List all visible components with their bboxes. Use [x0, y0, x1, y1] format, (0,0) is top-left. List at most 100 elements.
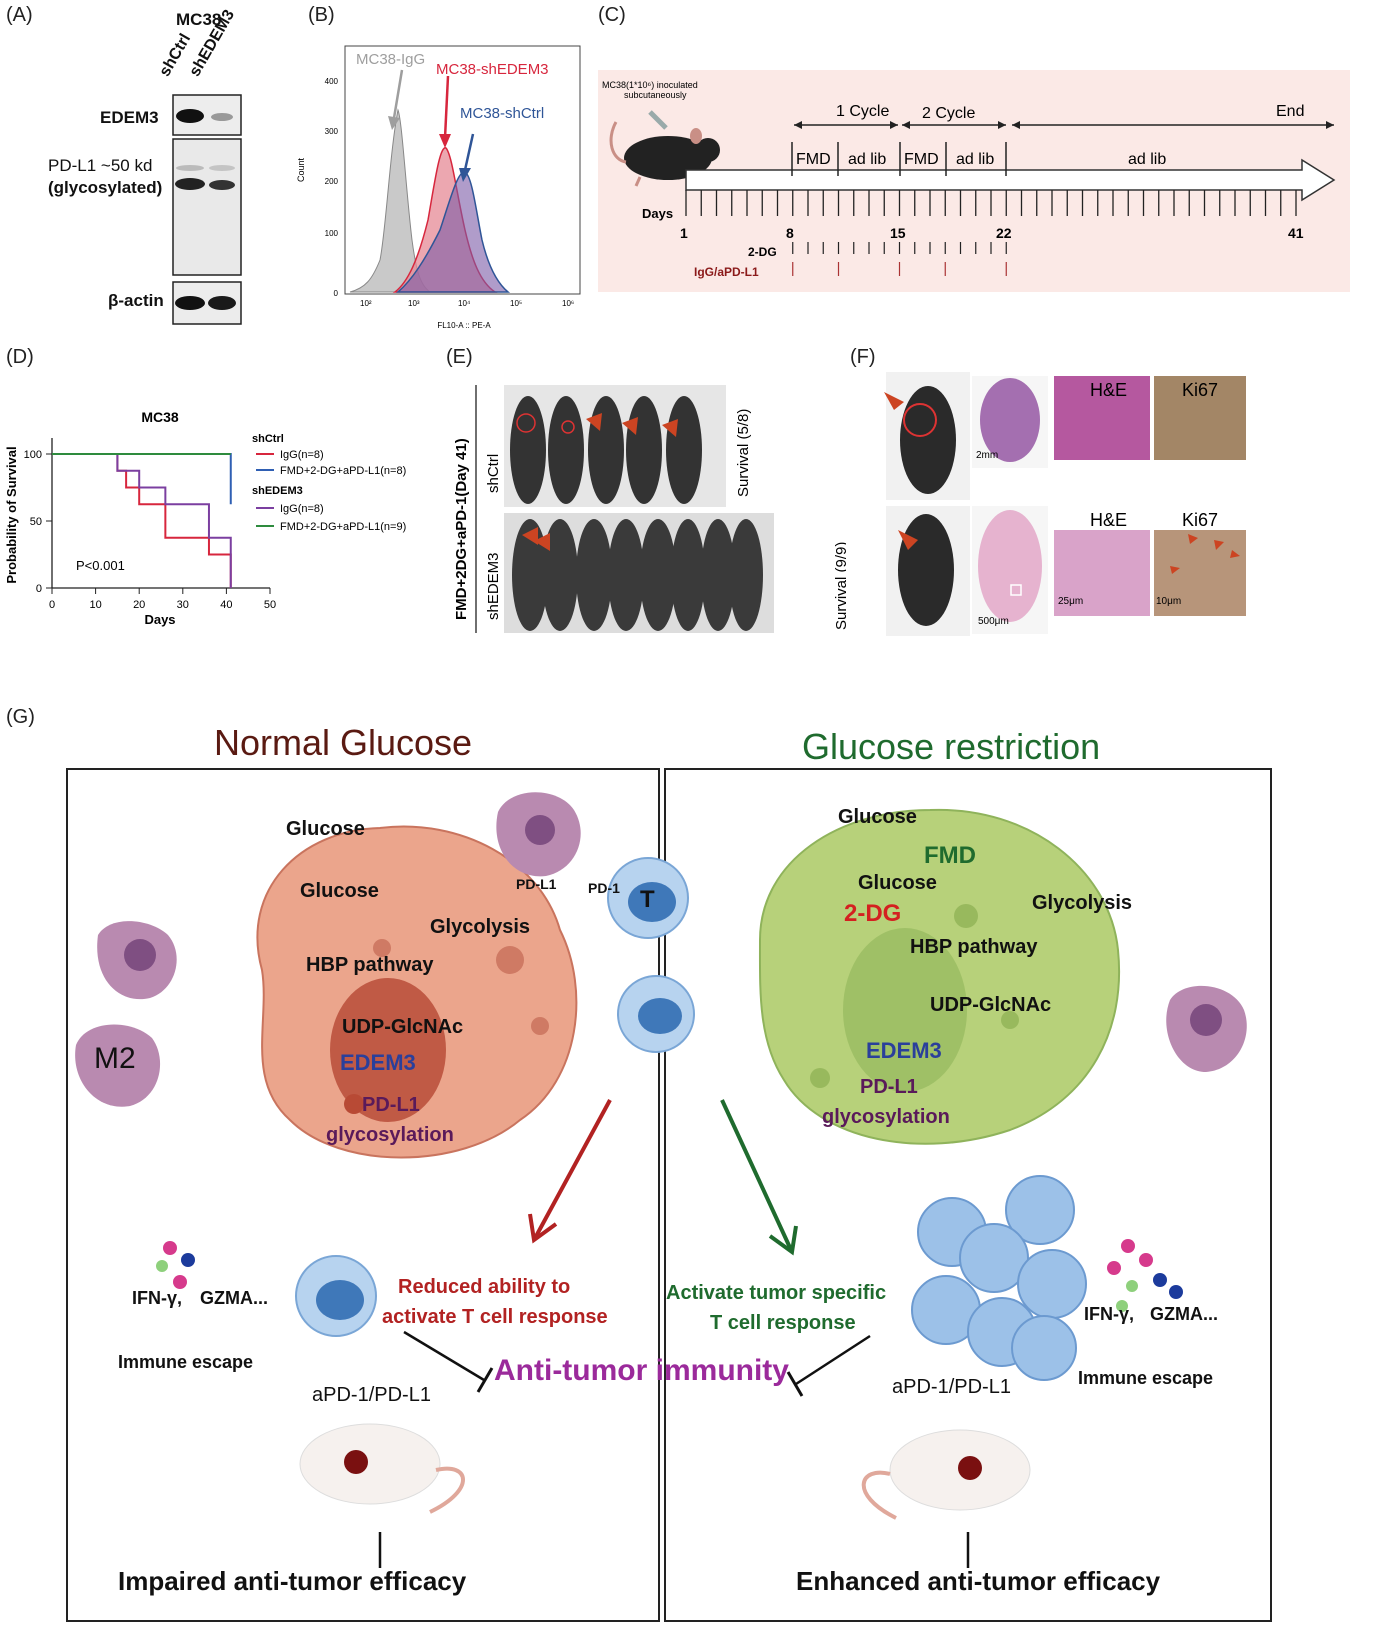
histology-images: H&E Ki67 H&E Ki67 2mm 500μm 25μm 10μm [884, 372, 1246, 636]
right-escape: Immune escape [1078, 1368, 1214, 1388]
enhanced-text: Enhanced anti-tumor efficacy [796, 1566, 1161, 1596]
mechanism-schematic [75, 792, 1247, 1568]
y-tick-label: 0 [36, 583, 42, 595]
t-cell-icon [295, 1255, 377, 1337]
right-pdl1: PD-L1 [860, 1076, 918, 1098]
fmd-label-2: FMD [904, 151, 939, 168]
pdl1-tag: PD-L1 [516, 876, 557, 892]
x-tick-label: 40 [220, 599, 232, 611]
panel-g: Normal Glucose Glucose restriction [0, 720, 1400, 1626]
m2-label: M2 [94, 1042, 136, 1075]
y-tick: 200 [325, 177, 339, 186]
cycle1-label: 1 Cycle [836, 103, 889, 120]
day-1: 1 [680, 225, 688, 241]
y-tick-label: 100 [24, 449, 42, 461]
x-tick: 10⁴ [458, 299, 471, 308]
days-label: Days [642, 206, 673, 221]
reduced-text-1: Reduced ability to [398, 1276, 571, 1298]
survival-series-1 [52, 453, 232, 505]
cycle2-label: 2 Cycle [922, 105, 975, 122]
treatment-vertical-label: FMD+2DG+aPD-1(Day 41) [453, 438, 470, 620]
legend-igg: MC38-IgG [356, 51, 425, 68]
normal-glucose-box [66, 768, 660, 1622]
panel-f: H&E Ki67 H&E Ki67 2mm 500μm 25μm 10μm [880, 370, 1350, 640]
x-tick-label: 30 [177, 599, 189, 611]
panel-b: 0 100 200 300 400 10² 10³ 10⁴ 10⁵ 10⁶ FL… [290, 30, 590, 340]
left-gzma: GZMA... [200, 1288, 268, 1308]
panel-label-c: (C) [598, 4, 626, 26]
mouse-icon [861, 1429, 1031, 1520]
blot-title: MC38 [176, 10, 222, 29]
left-glyco: glycosylation [326, 1124, 454, 1146]
legend-shedem3: MC38-shEDEM3 [436, 61, 549, 78]
right-edem3: EDEM3 [866, 1038, 942, 1063]
ki67-label-top: Ki67 [1182, 380, 1218, 400]
right-2dg: 2-DG [844, 900, 902, 927]
x-tick: 10⁶ [562, 299, 574, 308]
pd1-tag: PD-1 [588, 880, 620, 896]
survival-shctrl: Survival (5/8) [735, 409, 752, 497]
panel-label-d: (D) [6, 346, 34, 368]
left-hbp: HBP pathway [306, 954, 434, 976]
y-axis-label: Count [296, 158, 306, 183]
mouse-icon [299, 1423, 465, 1514]
blot-image [172, 94, 242, 325]
x-tick: 10⁵ [510, 299, 522, 308]
legend-item: FMD+2-DG+aPD-L1(n=9) [280, 521, 406, 533]
x-tick: 10³ [408, 299, 420, 308]
scale-25: 25μm [1058, 596, 1083, 607]
macrophage-icon [97, 921, 177, 1000]
x-tick: 10² [360, 299, 372, 308]
left-glycolysis: Glycolysis [430, 916, 531, 938]
panel-label-e: (E) [446, 346, 473, 368]
group-label-shctrl: shCtrl [485, 454, 502, 493]
day-22: 22 [996, 225, 1012, 241]
panel-label-g: (G) [6, 706, 35, 728]
he-label-top: H&E [1090, 380, 1127, 400]
anti-tumor-immunity: Anti-tumor immunity [494, 1354, 789, 1387]
row-label-glycosylated: (glycosylated) [48, 178, 163, 197]
macrophage-icon [75, 1024, 161, 1107]
x-tick-label: 0 [49, 599, 55, 611]
legend-group-shctrl: shCtrl [252, 433, 284, 445]
survival-series-2 [52, 453, 232, 588]
left-edem3: EDEM3 [340, 1050, 416, 1075]
macrophage-icon [496, 792, 581, 877]
scale-10: 10μm [1156, 596, 1181, 607]
t-cell-icon [617, 975, 695, 1053]
right-hbp: HBP pathway [910, 936, 1038, 958]
day-8: 8 [786, 225, 794, 241]
flow-histogram: 0 100 200 300 400 10² 10³ 10⁴ 10⁵ 10⁶ FL… [296, 45, 581, 330]
panel-e: FMD+2DG+aPD-1(Day 41) shCtrl shEDEM3 Sur… [446, 375, 846, 640]
y-tick: 400 [325, 77, 339, 86]
igg-apdl1-label: IgG/aPD-L1 [694, 265, 759, 279]
right-glucose-2: Glucose [858, 872, 937, 894]
adlib-label-1: ad lib [848, 151, 886, 168]
panel-label-b: (B) [308, 4, 335, 26]
end-label: End [1276, 103, 1304, 120]
y-tick: 100 [325, 229, 339, 238]
activate-text-2: T cell response [710, 1312, 856, 1334]
survival-shedem3: Survival (9/9) [833, 542, 846, 630]
scale-500: 500μm [978, 616, 1009, 627]
survival-photos: FMD+2DG+aPD-1(Day 41) shCtrl shEDEM3 Sur… [453, 385, 846, 633]
x-axis-label: FL10-A :: PE-A [437, 321, 491, 330]
mouse-icon [609, 110, 720, 187]
normal-glucose-title: Normal Glucose [214, 722, 473, 763]
panel-a: MC38 shCtrl shEDEM3 EDEM3 PD-L1 ~50 kd (… [0, 0, 300, 340]
x-axis-label: Days [144, 612, 175, 627]
t-cell-cluster-icon [911, 1175, 1087, 1381]
left-glucose-2: Glucose [300, 880, 379, 902]
right-glyco: glycosylation [822, 1106, 950, 1128]
chart-title: MC38 [141, 409, 179, 425]
legend-group-shedem3: shEDEM3 [252, 485, 303, 497]
y-tick: 0 [334, 289, 339, 298]
legend-shctrl: MC38-shCtrl [460, 105, 544, 122]
t-tag: T [640, 886, 655, 913]
panel-c: MC38(1*10⁶) inoculated subcutaneously 1 … [598, 70, 1350, 292]
left-pdl1: PD-L1 [362, 1094, 420, 1116]
adlib-label-3: ad lib [1128, 151, 1166, 168]
left-ifn: IFN-γ, [132, 1288, 183, 1308]
left-escape: Immune escape [118, 1352, 254, 1372]
